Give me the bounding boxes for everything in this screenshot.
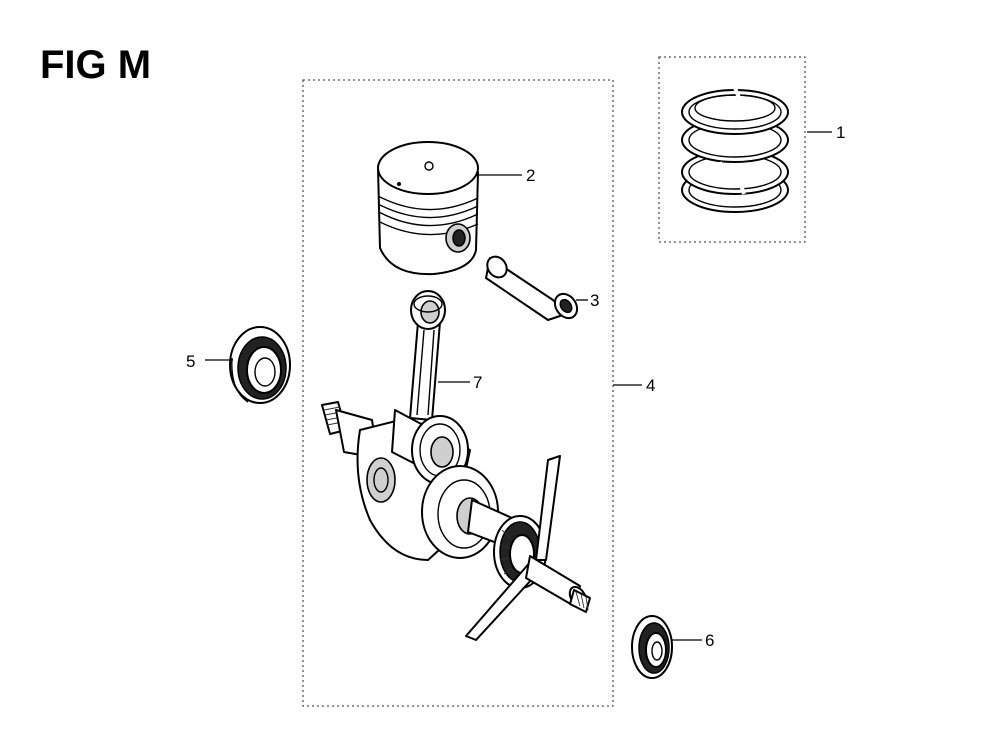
callout-4: 4 xyxy=(646,376,655,395)
callout-7: 7 xyxy=(473,373,482,392)
figure-title: FIG M xyxy=(40,43,151,87)
crankshaft xyxy=(321,401,591,641)
piston xyxy=(377,141,479,276)
oil-seal-left xyxy=(229,326,291,404)
oil-seal-right xyxy=(631,615,673,679)
crankshaft-assembly-group-box xyxy=(302,79,614,707)
piston-ring-set xyxy=(681,87,789,213)
callout-3: 3 xyxy=(590,291,599,310)
callout-5: 5 xyxy=(186,352,195,371)
callout-2: 2 xyxy=(526,166,535,185)
piston-pin xyxy=(485,255,579,321)
callout-6: 6 xyxy=(705,631,714,650)
callout-1: 1 xyxy=(836,123,845,142)
connecting-rod xyxy=(409,290,446,421)
